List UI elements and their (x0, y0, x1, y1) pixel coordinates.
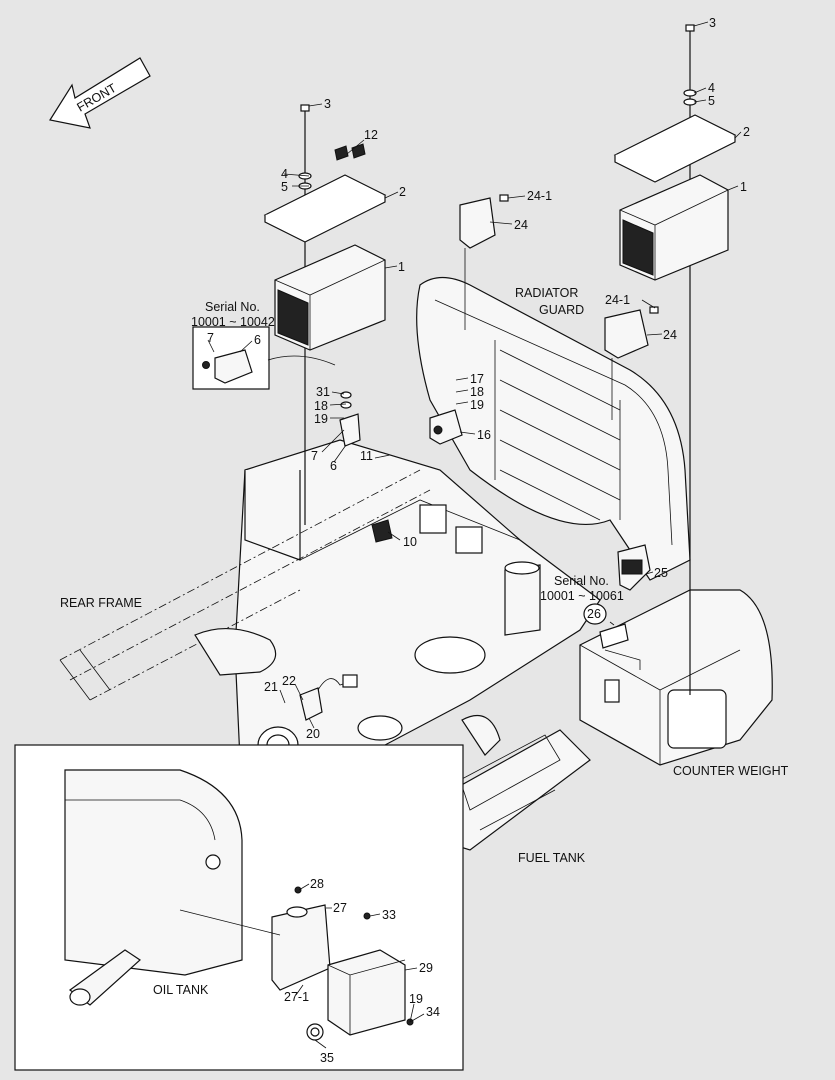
callout-16: 16 (477, 428, 491, 442)
callout-2-right: 2 (743, 125, 750, 139)
serial-left-label: Serial No. (205, 300, 260, 314)
callout-3-left: 3 (324, 97, 331, 111)
callout-19-b: 19 (470, 398, 484, 412)
callout-26-circle (583, 603, 607, 625)
callout-4-left: 4 (281, 167, 288, 181)
callout-20: 20 (306, 727, 320, 741)
callout-31: 31 (316, 385, 330, 399)
label-radiator: RADIATOR (515, 286, 578, 300)
rear-frame (59, 439, 601, 791)
component-25 (617, 544, 651, 591)
callout-4-right: 4 (708, 81, 715, 95)
callout-21: 21 (264, 680, 278, 694)
callout-34: 34 (426, 1005, 440, 1019)
label-oil-tank: OIL TANK (153, 983, 209, 997)
callout-24-b: 24 (663, 328, 677, 342)
callout-3-right: 3 (709, 16, 716, 30)
callout-7-inset: 7 (207, 331, 214, 345)
callout-24-1-a: 24-1 (527, 189, 552, 203)
callout-1-right: 1 (740, 180, 747, 194)
callout-5-right: 5 (708, 94, 715, 108)
callout-7: 7 (311, 449, 318, 463)
callout-33: 33 (382, 908, 396, 922)
callout-26: 26 (587, 607, 601, 621)
label-rear-frame: REAR FRAME (60, 596, 142, 610)
component-26 (599, 623, 641, 670)
serial-left-range: 10001 ~ 10042 (191, 315, 275, 329)
work-lamp-right (604, 306, 659, 420)
callout-6-inset: 6 (254, 333, 261, 347)
callout-27-1: 27-1 (284, 990, 309, 1004)
callout-24-a: 24 (514, 218, 528, 232)
callout-1-left: 1 (398, 260, 405, 274)
callout-19-c: 19 (409, 992, 423, 1006)
callout-24-1-b: 24-1 (605, 293, 630, 307)
work-lamp-left (459, 194, 509, 330)
front-arrow: FRONT (49, 57, 151, 129)
callout-29: 29 (419, 961, 433, 975)
counter-weight (579, 589, 773, 766)
callout-18-a: 18 (314, 399, 328, 413)
component-16 (429, 409, 463, 445)
callout-35: 35 (320, 1051, 334, 1065)
callout-6: 6 (330, 459, 337, 473)
component-10 (371, 519, 393, 543)
callout-22: 22 (282, 674, 296, 688)
component-6 (339, 391, 361, 447)
callout-11: 11 (360, 449, 373, 463)
leader-lines (207, 21, 742, 1049)
callout-18-b: 18 (470, 385, 484, 399)
component-20 (299, 674, 358, 721)
label-guard: GUARD (539, 303, 584, 317)
label-fuel-tank: FUEL TANK (518, 851, 586, 865)
inset-serial-left (192, 326, 336, 390)
radiator-guard (416, 276, 691, 581)
callout-10: 10 (403, 535, 417, 549)
serial-right-range: 10001 ~ 10061 (540, 589, 624, 603)
serial-right-label: Serial No. (554, 574, 609, 588)
battery-left (263, 104, 387, 525)
callout-28: 28 (310, 877, 324, 891)
callout-17: 17 (470, 372, 484, 386)
callout-2-left: 2 (399, 185, 406, 199)
callout-12: 12 (364, 128, 378, 142)
oil-tank-inset (14, 744, 464, 1071)
callout-27: 27 (333, 901, 347, 915)
callout-19-a: 19 (314, 412, 328, 426)
callout-25: 25 (654, 566, 668, 580)
label-counter-weight: COUNTER WEIGHT (673, 764, 789, 778)
callout-5-left: 5 (281, 180, 288, 194)
battery-right (613, 24, 737, 695)
